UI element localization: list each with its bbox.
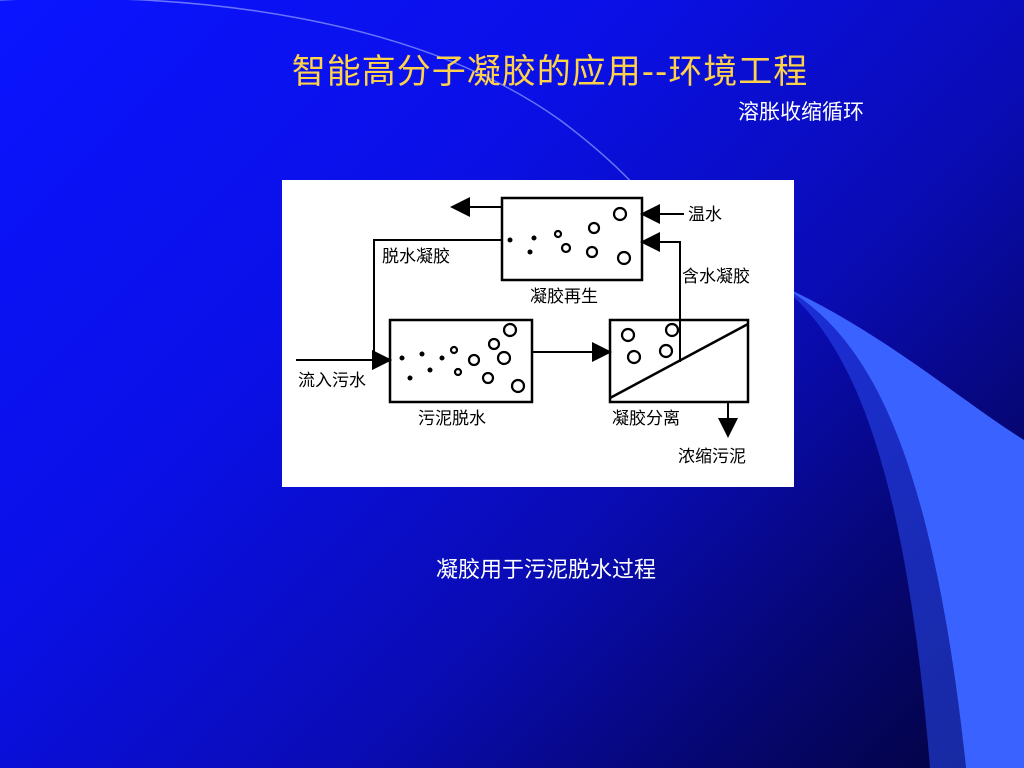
dewatering-dots	[399, 351, 445, 381]
regeneration-particles	[553, 206, 632, 266]
label-water-containing-gel: 含水凝胶	[682, 267, 750, 287]
label-gel-regeneration: 凝胶再生	[530, 287, 598, 307]
dewatering-tank	[388, 318, 534, 404]
arrow-return-gel	[640, 232, 681, 362]
process-diagram: 温水 脱水凝胶 凝胶再生 含水凝胶 流入污水 污泥脱水 凝胶分离 浓缩污泥	[282, 180, 794, 487]
regeneration-dots	[507, 235, 537, 255]
label-concentrated-sludge: 浓缩污泥	[678, 447, 746, 467]
label-sludge-dewatering: 污泥脱水	[418, 409, 486, 429]
figure-caption: 凝胶用于污泥脱水过程	[436, 558, 657, 583]
label-incoming-sewage: 流入污水	[298, 371, 366, 391]
dewatering-particles	[449, 322, 526, 394]
accent-band	[780, 285, 1024, 768]
label-gel-separation: 凝胶分离	[612, 409, 680, 429]
accent-band-shadow	[780, 285, 966, 768]
label-warm-water: 温水	[688, 205, 722, 225]
diagram-svg: 温水 脱水凝胶 凝胶再生 含水凝胶 流入污水 污泥脱水 凝胶分离 浓缩污泥	[296, 196, 750, 467]
slide-subtitle: 溶胀收缩循环	[738, 100, 864, 124]
slide-title: 智能高分子凝胶的应用--环境工程	[291, 52, 809, 92]
regeneration-tank	[500, 196, 644, 282]
separation-particles	[620, 322, 680, 365]
label-dehydrated-gel: 脱水凝胶	[382, 247, 450, 267]
